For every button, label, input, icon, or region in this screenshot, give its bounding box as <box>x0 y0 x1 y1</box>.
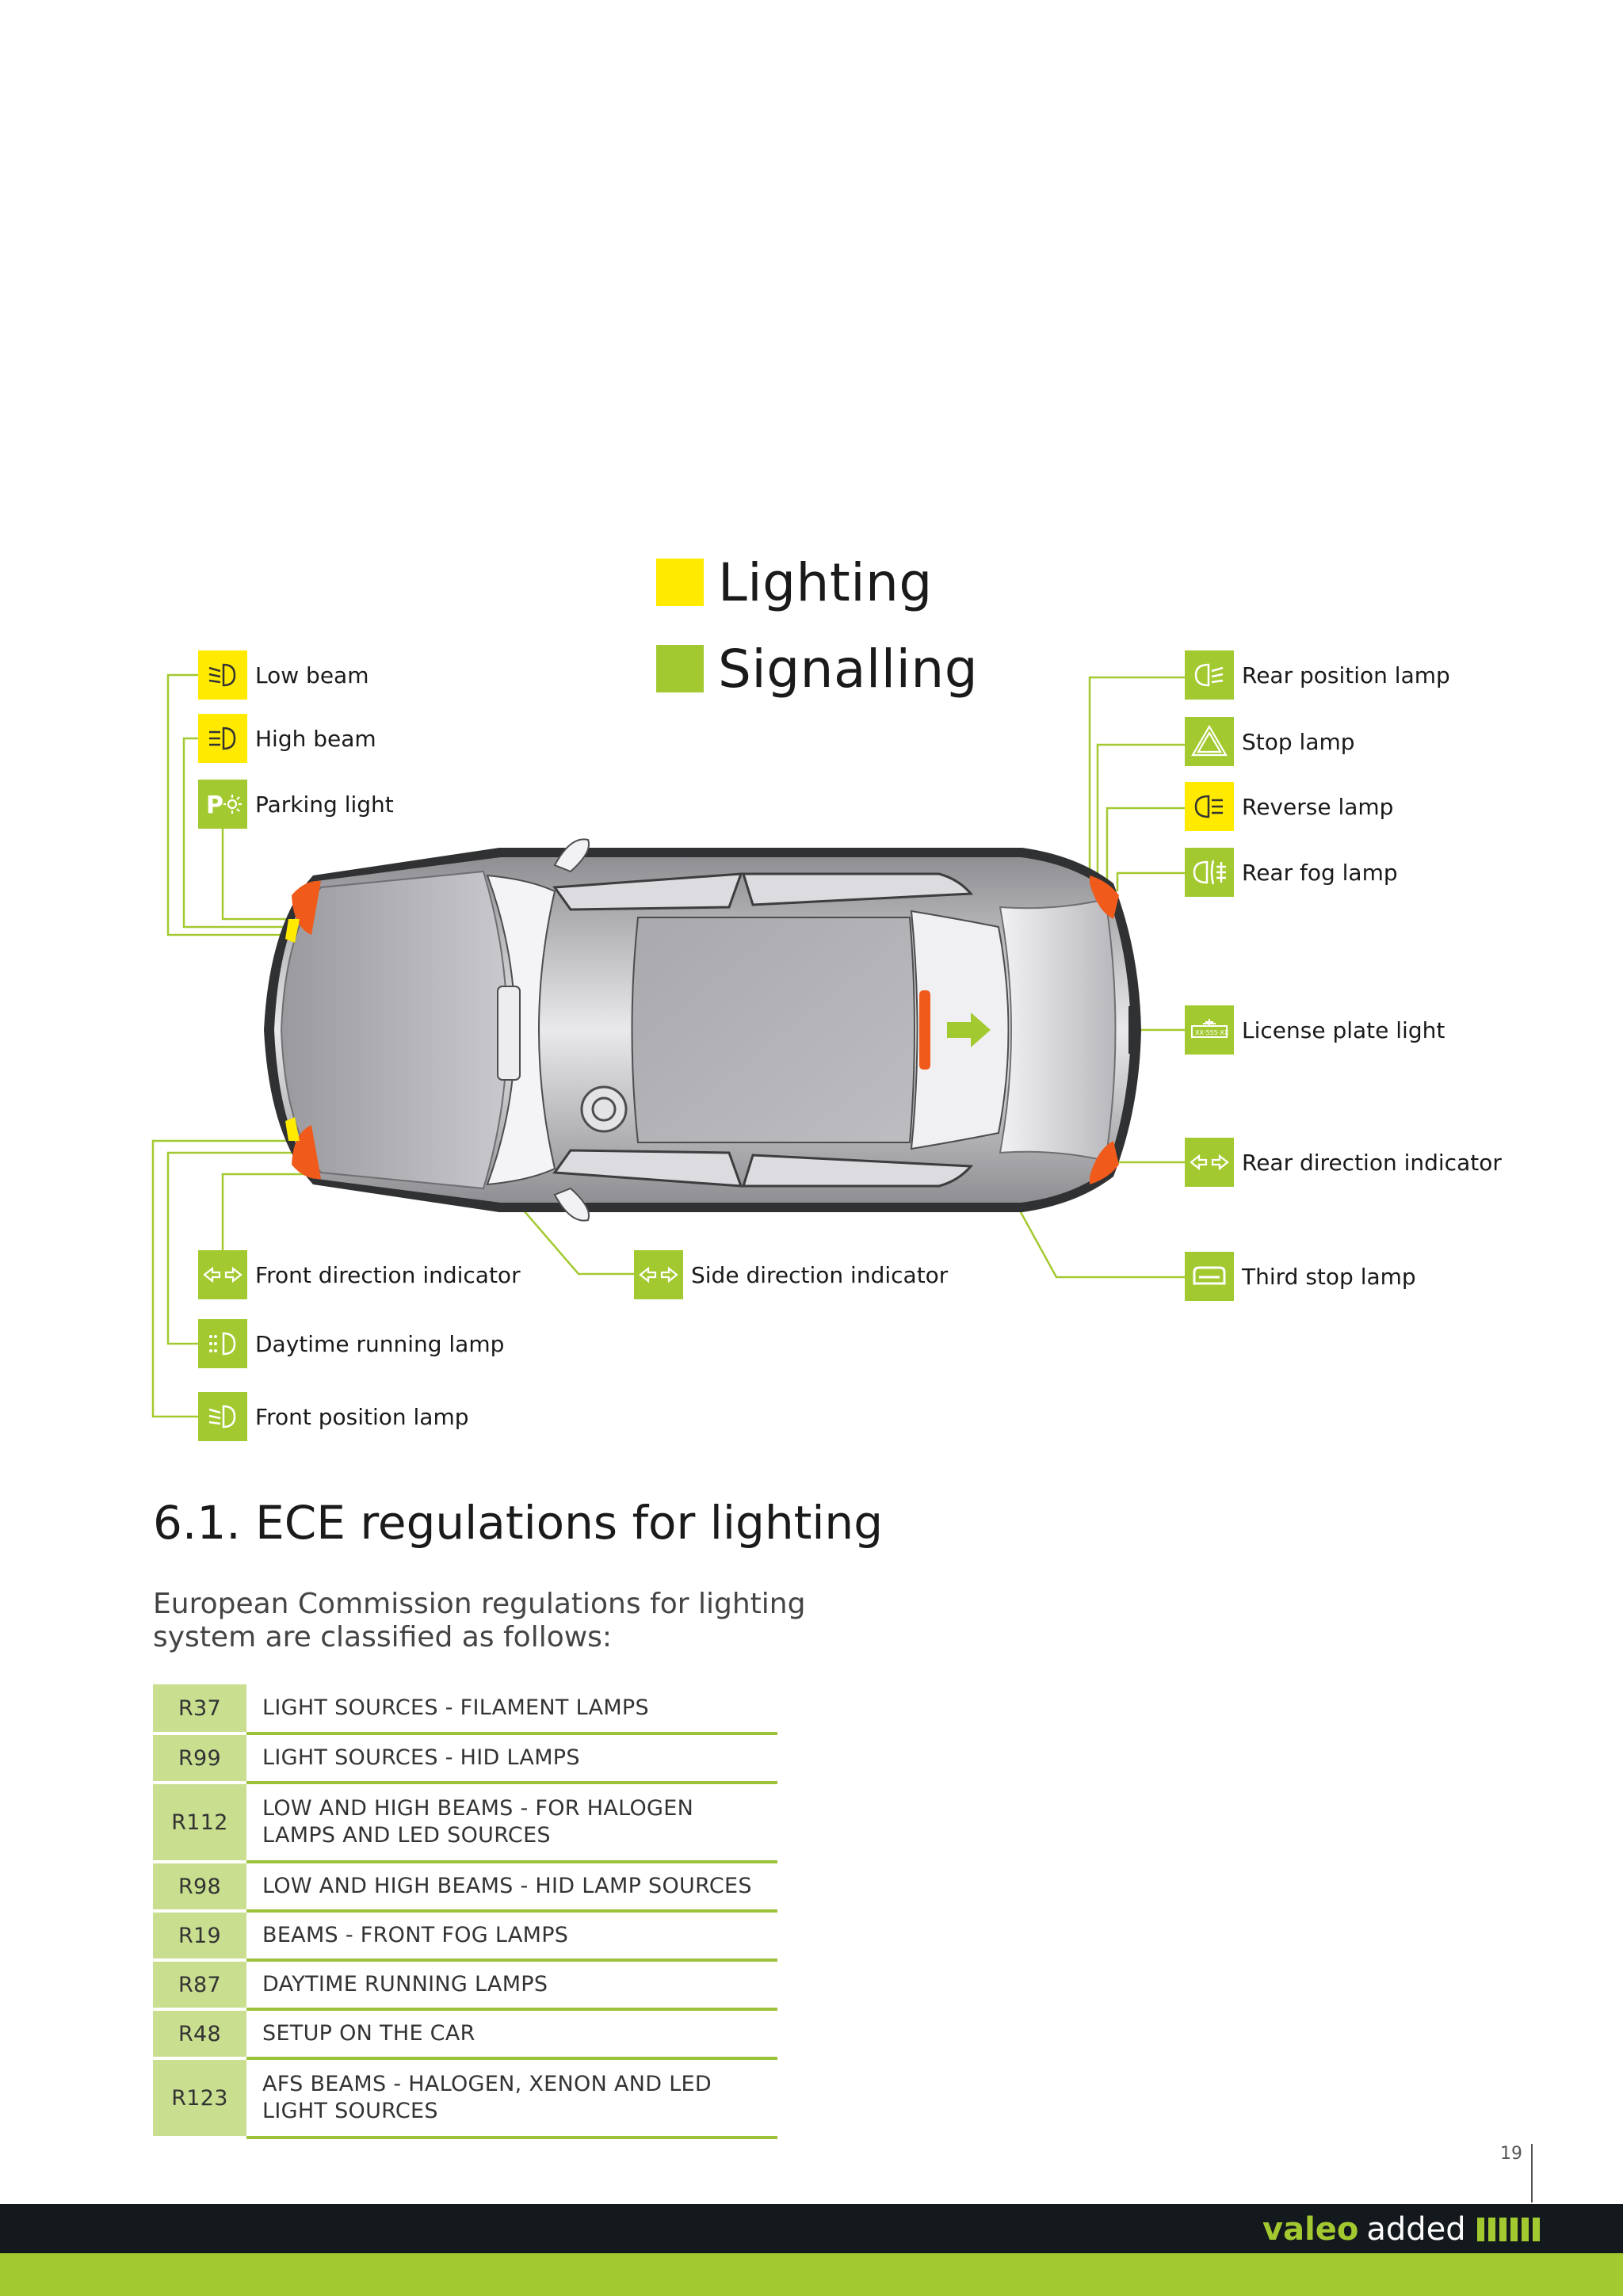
page-number-rule <box>1531 2144 1533 2203</box>
label-front-position-lamp: Front position lamp <box>198 1392 469 1441</box>
regulation-code: R123 <box>153 2058 246 2139</box>
position-lamp-icon <box>198 1392 247 1441</box>
direction-indicator-icon <box>198 1250 247 1299</box>
label-daytime-running-lamp: Daytime running lamp <box>198 1319 504 1368</box>
label-rear-position-lamp: Rear position lamp <box>1185 650 1450 700</box>
stop-lamp-icon <box>1185 717 1234 766</box>
leader-daytime-running <box>166 1151 295 1345</box>
regulation-description: LOW AND HIGH BEAMS - FOR HALOGEN LAMPS A… <box>246 1783 777 1863</box>
label-third-stop-lamp: Third stop lamp <box>1185 1252 1416 1301</box>
regulation-description: LIGHT SOURCES - FILAMENT LAMPS <box>246 1684 777 1735</box>
brand-logo: valeo added <box>1262 2210 1544 2248</box>
regulation-code: R48 <box>153 2009 246 2060</box>
car-illustration <box>151 673 1186 1418</box>
regulation-description: DAYTIME RUNNING LAMPS <box>246 1960 777 2011</box>
legend-swatch-lighting <box>656 559 704 606</box>
rear-position-lamp-icon <box>1185 650 1234 700</box>
footer-green-band <box>0 2253 1623 2296</box>
legend-label-signalling: Signalling <box>718 638 979 700</box>
license-plate-icon: XX·555·XX <box>1185 1005 1234 1055</box>
label-stop-lamp: Stop lamp <box>1185 717 1355 766</box>
brand-name: valeo <box>1262 2211 1359 2248</box>
legend-lighting: Lighting <box>656 551 933 613</box>
regulation-code: R112 <box>153 1783 246 1863</box>
vehicle-lighting-diagram: Lighting Signalling Low beam High beam P… <box>151 551 1502 1441</box>
label-side-direction-indicator: Side direction indicator <box>634 1250 948 1299</box>
regulation-description: BEAMS - FRONT FOG LAMPS <box>246 1911 777 1962</box>
parking-light-icon: P <box>198 780 247 829</box>
regulation-description: LOW AND HIGH BEAMS - HID LAMP SOURCES <box>246 1862 777 1913</box>
section-title: 6.1. ECE regulations for lighting <box>153 1496 884 1550</box>
svg-text:P: P <box>206 791 223 819</box>
regulation-code: R37 <box>153 1684 246 1735</box>
regulation-description: SETUP ON THE CAR <box>246 2009 777 2060</box>
third-stop-lamp-icon <box>1185 1252 1234 1301</box>
low-beam-icon <box>198 650 247 700</box>
leader-parking-light <box>221 829 293 921</box>
brand-bars-icon <box>1476 2218 1544 2241</box>
direction-indicator-icon <box>1185 1138 1234 1187</box>
label-rear-direction-indicator: Rear direction indicator <box>1185 1138 1502 1187</box>
label-license-plate-light: XX·555·XX License plate light <box>1185 1005 1445 1055</box>
legend-signalling: Signalling <box>656 639 978 700</box>
leader-side-direction <box>508 1192 636 1276</box>
svg-text:XX·555·XX: XX·555·XX <box>1195 1029 1229 1036</box>
brand-tagline: added <box>1366 2211 1466 2248</box>
leader-front-position <box>221 1173 311 1250</box>
label-parking-light: P Parking light <box>198 780 394 829</box>
regulation-description: LIGHT SOURCES - HID LAMPS <box>246 1733 777 1784</box>
high-beam-icon <box>198 714 247 763</box>
leader-high-beam <box>182 737 289 929</box>
regulation-description: AFS BEAMS - HALOGEN, XENON AND LED LIGHT… <box>246 2058 777 2139</box>
footer-dark-band <box>0 2204 1623 2253</box>
direction-indicator-icon <box>634 1250 683 1299</box>
label-reverse-lamp: Reverse lamp <box>1185 782 1393 831</box>
leader-rear-position <box>1088 676 1186 883</box>
page-number: 19 <box>1500 2144 1522 2164</box>
daytime-running-lamp-icon <box>198 1319 247 1368</box>
reverse-lamp-icon <box>1185 782 1234 831</box>
leader-low-beam <box>166 673 287 936</box>
leader-stop-lamp <box>1096 743 1186 886</box>
leader-front-direction <box>151 1139 297 1418</box>
leader-reverse-lamp <box>1106 807 1186 887</box>
regulation-code: R19 <box>153 1911 246 1962</box>
regulation-code: R98 <box>153 1862 246 1913</box>
label-high-beam: High beam <box>198 714 376 763</box>
legend-swatch-signalling <box>656 645 704 692</box>
legend-label-lighting: Lighting <box>718 551 933 613</box>
label-rear-fog-lamp: Rear fog lamp <box>1185 848 1398 897</box>
car-body <box>264 838 1141 1222</box>
regulation-code: R99 <box>153 1733 246 1784</box>
label-front-direction-indicator: Front direction indicator <box>198 1250 521 1299</box>
leader-rear-fog <box>1116 871 1186 891</box>
rear-fog-lamp-icon <box>1185 848 1234 897</box>
regulation-code: R87 <box>153 1960 246 2011</box>
section-intro: European Commission regulations for ligh… <box>153 1588 806 1653</box>
label-low-beam: Low beam <box>198 650 369 700</box>
